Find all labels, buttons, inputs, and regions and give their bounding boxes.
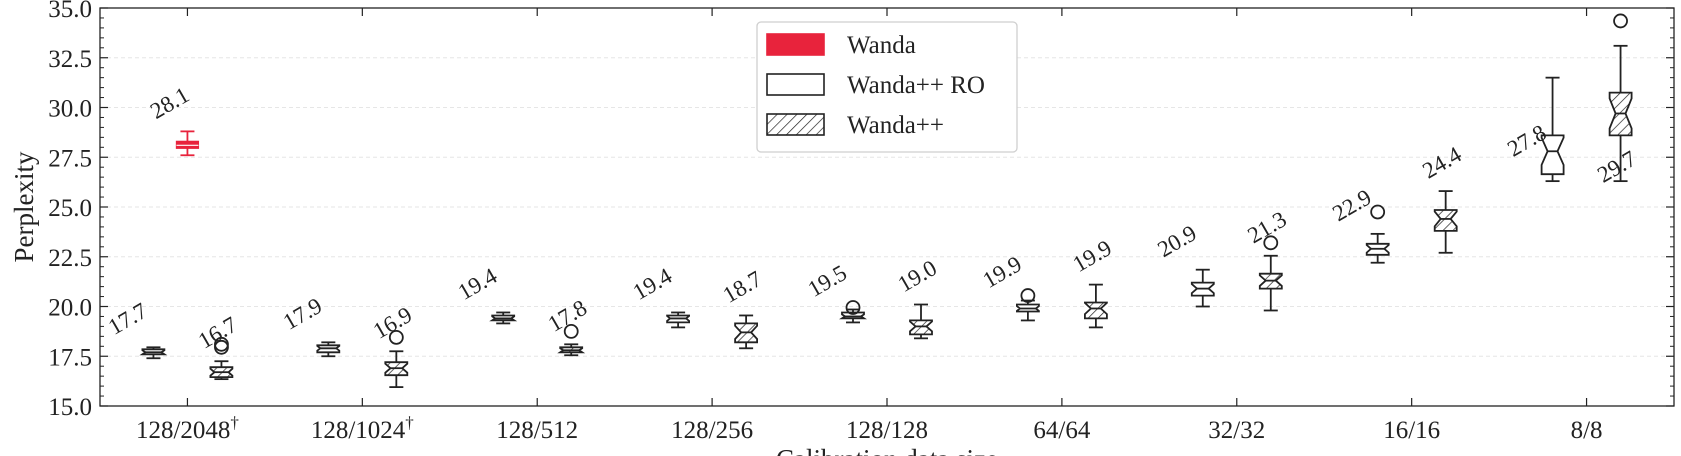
x-tick-label: 16/16 (1383, 417, 1440, 444)
legend-label-wanda: Wanda (847, 32, 916, 59)
legend-label-wandapp: Wanda++ (847, 112, 944, 139)
y-tick-label: 32.5 (48, 46, 92, 73)
y-axis-title: Perplexity (9, 151, 39, 262)
legend-label-wandapp-ro: Wanda++ RO (847, 72, 985, 99)
y-tick-label: 15.0 (48, 394, 92, 421)
legend-swatch-wandapp-ro (766, 73, 825, 96)
wandapp-ro-value-label: 19.5 (804, 260, 851, 302)
wandapp-ro-box (1540, 134, 1565, 176)
wandapp-ro-value-label: 19.4 (454, 263, 502, 305)
y-tick-label: 20.0 (48, 295, 92, 322)
wandapp-value-label: 19.9 (1068, 235, 1115, 277)
wandapp-ro-value-label: 20.9 (1153, 220, 1200, 262)
y-tick-label: 25.0 (48, 195, 92, 222)
wandapp-ro-value-label: 19.9 (978, 251, 1025, 293)
y-tick-label: 35.0 (48, 0, 92, 23)
x-axis-title: Calibration data size (776, 444, 998, 456)
x-tick-label: 128/256 (671, 417, 753, 444)
wandapp-ro-outlier (845, 300, 861, 315)
wandapp-outlier (563, 323, 579, 339)
wandapp-value-label: 18.7 (719, 266, 766, 308)
y-tick-label: 22.5 (48, 245, 92, 272)
wanda-value-label: 28.1 (146, 82, 193, 124)
wandapp-value-label: 21.3 (1243, 206, 1290, 248)
axes-layer: 15.0 17.5 20.0 22.5 25.0 27.5 30.0 32.5 35.0 128/… (48, 0, 1674, 444)
wandapp-box (1084, 301, 1108, 320)
wandapp-box (1433, 209, 1458, 232)
x-tick-label: 128/128 (846, 417, 928, 444)
y-tick-label: 27.5 (48, 145, 92, 172)
marks-layer (139, 13, 1633, 388)
wandapp-box (909, 319, 933, 336)
x-tick-label: 64/64 (1033, 417, 1090, 444)
wandapp-value-label: 19.0 (894, 255, 941, 297)
wandapp-outlier (1613, 13, 1628, 29)
legend-swatch-wandapp (766, 113, 825, 136)
wandapp-outlier (388, 329, 404, 345)
x-tick-label: 128/2048† (136, 413, 239, 444)
x-tick-label: 128/512 (496, 417, 578, 444)
wandapp-value-label: 16.9 (369, 302, 416, 344)
wandapp-outlier (1263, 235, 1279, 251)
wandapp-ro-value-label: 17.7 (104, 298, 151, 340)
x-tick-label: 8/8 (1571, 417, 1603, 444)
legend-swatch-wanda (766, 33, 825, 56)
wandapp-ro-value-label: 22.9 (1328, 184, 1375, 226)
wandapp-outlier (214, 336, 229, 352)
x-tick-label: 128/1024† (311, 413, 414, 444)
wandapp-ro-outlier (1020, 288, 1036, 303)
y-tick-label: 30.0 (48, 96, 92, 123)
wandapp-ro-outlier (1370, 204, 1386, 220)
wandapp-ro-value-label: 27.8 (1503, 120, 1550, 162)
wandapp-value-label: 17.8 (544, 295, 591, 337)
wandapp-ro-value-label: 19.4 (629, 263, 677, 305)
wandapp-ro-value-label: 17.9 (279, 293, 326, 335)
y-tick-label: 17.5 (48, 344, 92, 371)
x-tick-label: 32/32 (1208, 417, 1265, 444)
wandapp-value-label: 16.7 (194, 312, 241, 354)
wandapp-value-label: 24.4 (1418, 141, 1466, 183)
